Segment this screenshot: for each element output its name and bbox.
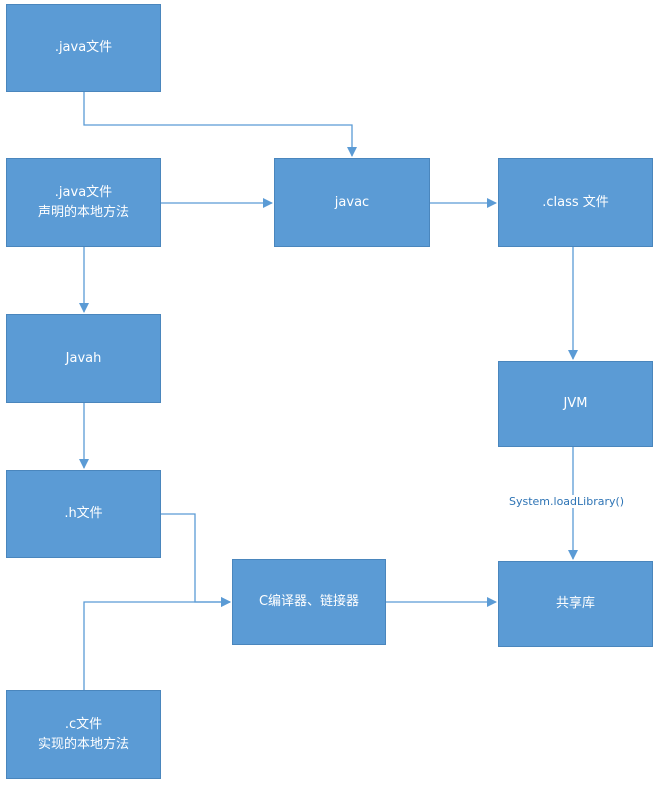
load-library-label: System.loadLibrary(): [507, 495, 627, 508]
edge-h-to-compiler: [161, 513, 231, 607]
edge-c-to-compiler: [83, 597, 231, 690]
node-jvm-label: JVM: [563, 396, 588, 411]
node-c-file-text: .c文件 实现的本地方法: [38, 715, 129, 755]
node-h-file-label: .h文件: [64, 506, 103, 521]
node-javac-label: javac: [334, 194, 370, 210]
node-class-file-text: .class 文件: [542, 193, 609, 213]
node-class-file-label: .class 文件: [542, 194, 609, 210]
node-shared-lib-text: 共享库: [556, 594, 595, 614]
node-jvm-text: JVM: [564, 394, 588, 414]
node-class-file: .class 文件: [498, 158, 653, 247]
node-java-native-text: .java文件 声明的本地方法: [38, 183, 129, 223]
node-java-file-text: .java文件: [55, 38, 112, 58]
node-javac: javac: [274, 158, 430, 247]
node-java-file: .java文件: [6, 4, 161, 92]
node-shared-lib-label: 共享库: [555, 596, 595, 611]
node-compiler-label: C编译器、链接器: [258, 594, 360, 609]
node-java-native-line2: 声明的本地方法: [37, 204, 129, 220]
node-shared-lib: 共享库: [498, 561, 653, 647]
node-compiler-text: C编译器、链接器: [259, 592, 359, 612]
node-javah: Javah: [6, 314, 161, 403]
edge-java-to-javac: [83, 92, 357, 157]
node-javac-text: javac: [335, 193, 369, 213]
node-h-file: .h文件: [6, 470, 161, 558]
node-javah-label: Javah: [65, 350, 102, 366]
node-javah-text: Javah: [66, 349, 102, 369]
node-java-file-label: .java文件: [54, 40, 113, 55]
node-jvm: JVM: [498, 361, 653, 447]
node-java-native-line1: .java文件: [54, 184, 113, 200]
node-compiler: C编译器、链接器: [232, 559, 386, 645]
node-c-file-line2: 实现的本地方法: [37, 736, 129, 752]
node-java-native: .java文件 声明的本地方法: [6, 158, 161, 247]
node-c-file-line1: .c文件: [64, 716, 103, 732]
node-c-file: .c文件 实现的本地方法: [6, 690, 161, 779]
node-h-file-text: .h文件: [64, 504, 102, 524]
